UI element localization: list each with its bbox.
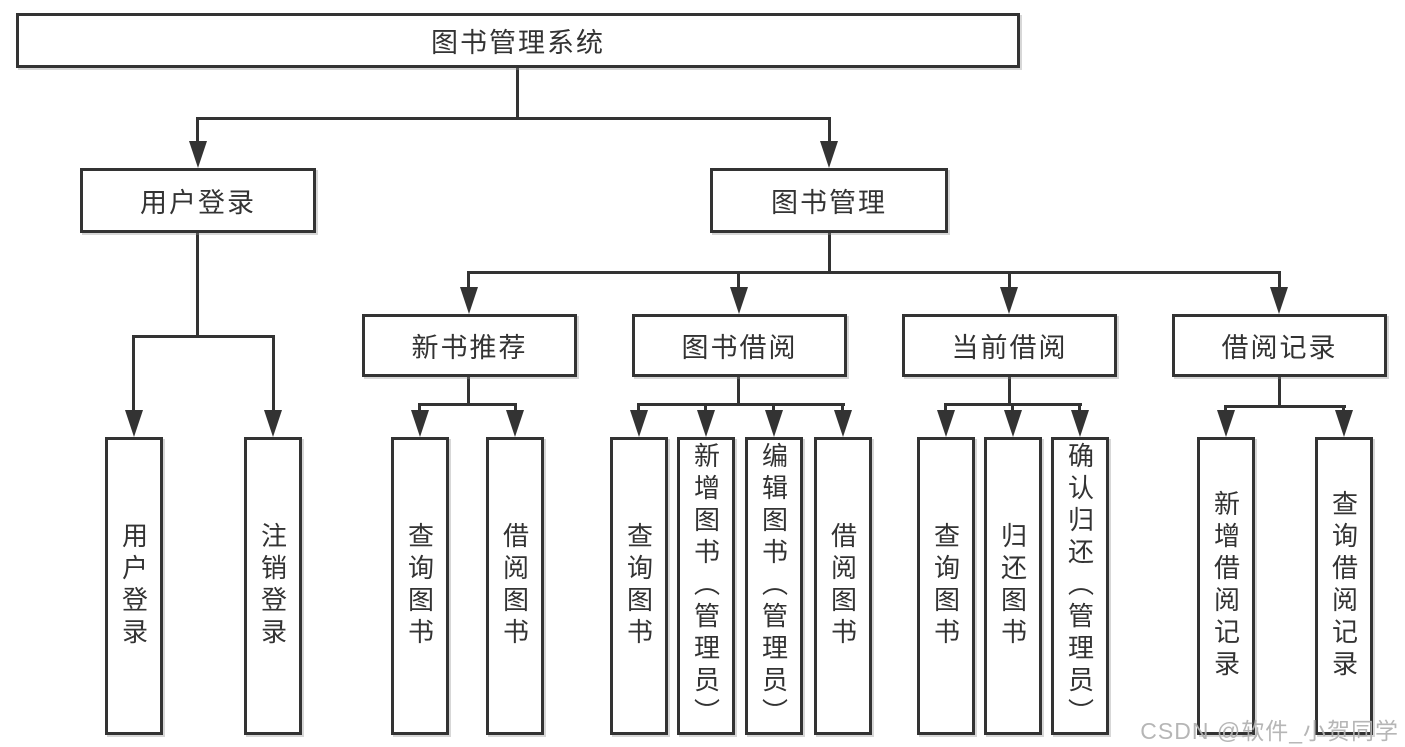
connector-line bbox=[841, 404, 844, 415]
node-user-login-leaf: 用户登录 bbox=[105, 437, 163, 735]
arrowhead-icon bbox=[630, 410, 648, 437]
arrowhead-icon bbox=[937, 410, 955, 437]
connector-line bbox=[514, 404, 517, 415]
node-add-borrow-record: 新增借阅记录 bbox=[1197, 437, 1255, 735]
connector-line bbox=[467, 271, 1281, 274]
arrowhead-icon bbox=[1071, 410, 1089, 437]
connector-line bbox=[772, 404, 775, 415]
node-book-borrowing: 图书借阅 bbox=[632, 314, 847, 377]
node-current-borrowing: 当前借阅 bbox=[902, 314, 1117, 377]
connector-line bbox=[196, 118, 199, 146]
connector-line bbox=[467, 375, 470, 406]
connector-line bbox=[418, 404, 421, 415]
connector-line bbox=[944, 404, 947, 415]
arrowhead-icon bbox=[411, 410, 429, 437]
arrowhead-icon bbox=[189, 141, 207, 168]
arrowhead-icon bbox=[264, 410, 282, 437]
connector-line bbox=[1078, 404, 1081, 415]
connector-line bbox=[196, 117, 831, 120]
connector-line bbox=[132, 336, 135, 414]
node-query-borrow-record: 查询借阅记录 bbox=[1315, 437, 1373, 735]
arrowhead-icon bbox=[834, 410, 852, 437]
node-edit-books-admin: 编辑图书（管理员） bbox=[745, 437, 803, 735]
arrowhead-icon bbox=[460, 287, 478, 314]
connector-line bbox=[1008, 375, 1011, 406]
connector-line bbox=[737, 375, 740, 406]
connector-line bbox=[637, 404, 640, 415]
watermark: CSDN @软件_小贺同学 bbox=[1140, 718, 1399, 744]
connector-line bbox=[272, 336, 275, 414]
connector-line bbox=[1008, 272, 1011, 290]
arrowhead-icon bbox=[1270, 287, 1288, 314]
node-query-books-current: 查询图书 bbox=[917, 437, 975, 735]
connector-line bbox=[828, 231, 831, 274]
node-borrow-books-borrowing: 借阅图书 bbox=[814, 437, 872, 735]
connector-line bbox=[516, 66, 519, 120]
arrowhead-icon bbox=[765, 410, 783, 437]
arrowhead-icon bbox=[697, 410, 715, 437]
node-confirm-return-admin: 确认归还（管理员） bbox=[1051, 437, 1109, 735]
arrowhead-icon bbox=[1004, 410, 1022, 437]
arrowhead-icon bbox=[125, 410, 143, 437]
connector-line bbox=[132, 335, 275, 338]
connector-line bbox=[1278, 375, 1281, 408]
connector-line bbox=[704, 404, 707, 415]
connector-line bbox=[418, 403, 517, 406]
node-query-books-borrowing: 查询图书 bbox=[610, 437, 668, 735]
connector-line bbox=[467, 272, 470, 290]
node-logout-leaf: 注销登录 bbox=[244, 437, 302, 735]
arrowhead-icon bbox=[1335, 410, 1353, 437]
arrowhead-icon bbox=[730, 287, 748, 314]
connector-line bbox=[1224, 405, 1346, 408]
arrowhead-icon bbox=[820, 141, 838, 168]
node-library-system: 图书管理系统 bbox=[16, 13, 1020, 68]
connector-line bbox=[737, 272, 740, 290]
node-new-book-recommendation: 新书推荐 bbox=[362, 314, 577, 377]
arrowhead-icon bbox=[1000, 287, 1018, 314]
node-query-books-recommend: 查询图书 bbox=[391, 437, 449, 735]
connector-line bbox=[637, 403, 845, 406]
node-borrow-books-recommend: 借阅图书 bbox=[486, 437, 544, 735]
connector-line bbox=[1011, 404, 1014, 415]
connector-line bbox=[1278, 272, 1281, 290]
node-borrowing-records: 借阅记录 bbox=[1172, 314, 1387, 377]
node-book-management: 图书管理 bbox=[710, 168, 948, 233]
connector-line bbox=[828, 118, 831, 146]
arrowhead-icon bbox=[506, 410, 524, 437]
node-return-books: 归还图书 bbox=[984, 437, 1042, 735]
node-add-books-admin: 新增图书（管理员） bbox=[677, 437, 735, 735]
node-user-login: 用户登录 bbox=[80, 168, 316, 233]
arrowhead-icon bbox=[1217, 410, 1235, 437]
connector-line bbox=[196, 230, 199, 338]
